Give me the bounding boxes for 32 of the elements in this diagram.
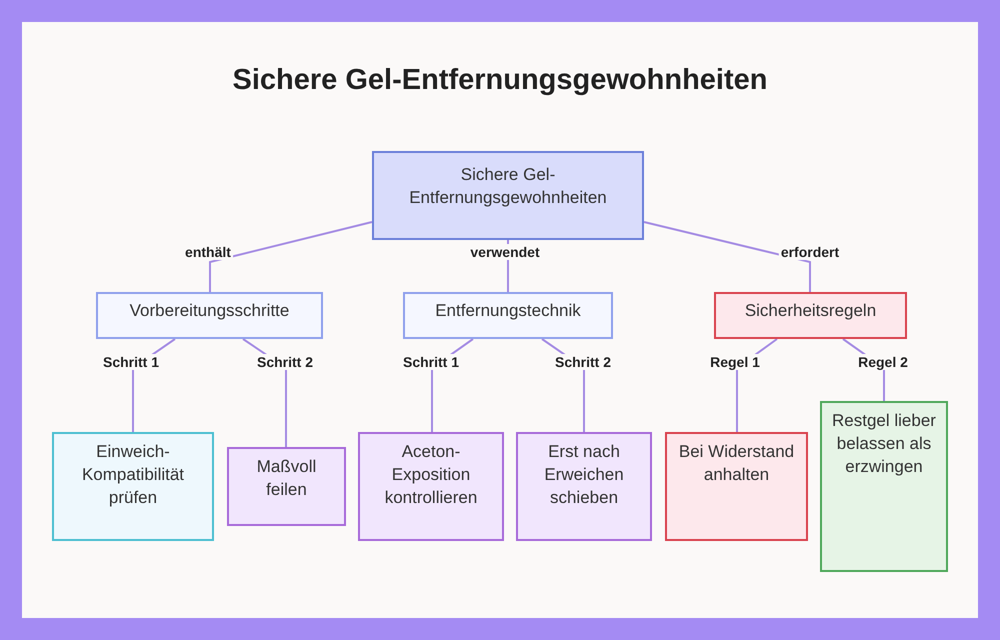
node-text: Sichere Gel-Entfernungsgewohnheiten	[408, 164, 608, 209]
node-text: Aceton-Exposition kontrollieren	[384, 441, 478, 509]
diagram-title: Sichere Gel-Entfernungsgewohnheiten	[232, 64, 768, 97]
node-text: Einweich-Kompatibilität prüfen	[80, 441, 186, 509]
process-box	[52, 432, 214, 541]
node-text: Erst nach Erweichen schieben	[543, 441, 625, 509]
edge-label: verwendet	[468, 244, 542, 260]
process-box	[403, 292, 613, 339]
process-box	[665, 432, 808, 541]
node-text: Restgel lieber belassen als erzwingen	[831, 410, 937, 478]
process-box	[820, 401, 948, 572]
node-text: Sicherheitsregeln	[744, 300, 878, 322]
edge-label: Schritt 1	[401, 354, 461, 370]
edge-label: Regel 1	[708, 354, 762, 370]
node-text: Vorbereitungsschritte	[128, 300, 290, 322]
connector-line	[209, 221, 372, 292]
process-box	[96, 292, 323, 339]
edge-label: erfordert	[778, 244, 842, 260]
node-text: Bei Widerstand anhalten	[678, 441, 796, 486]
process-box	[714, 292, 907, 339]
node-text: Maßvoll feilen	[256, 456, 318, 501]
process-box	[372, 151, 644, 240]
edge-label: enthält	[183, 244, 233, 260]
connector-line	[644, 221, 811, 292]
process-box	[358, 432, 504, 541]
process-box	[516, 432, 652, 541]
process-box	[227, 447, 346, 526]
edge-label: Schritt 2	[553, 354, 613, 370]
edge-label: Schritt 2	[255, 354, 315, 370]
edge-label: Regel 2	[856, 354, 910, 370]
node-text: Entfernungstechnik	[434, 300, 582, 322]
edge-label: Schritt 1	[101, 354, 161, 370]
